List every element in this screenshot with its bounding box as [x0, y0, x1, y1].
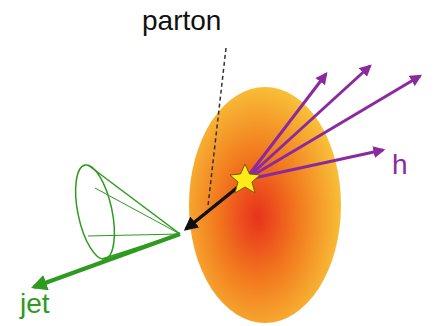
- leader-line: [208, 48, 226, 206]
- parton-arrow: [186, 183, 243, 229]
- medium: [189, 87, 341, 323]
- jet-label: jet: [20, 289, 50, 320]
- jet-arrow: [34, 234, 180, 287]
- parton-label: parton: [142, 6, 221, 37]
- hadron-label: h: [392, 150, 408, 181]
- hadron-arrows: [245, 66, 420, 180]
- vertex-star: [230, 164, 260, 193]
- jet-cone: [68, 162, 180, 263]
